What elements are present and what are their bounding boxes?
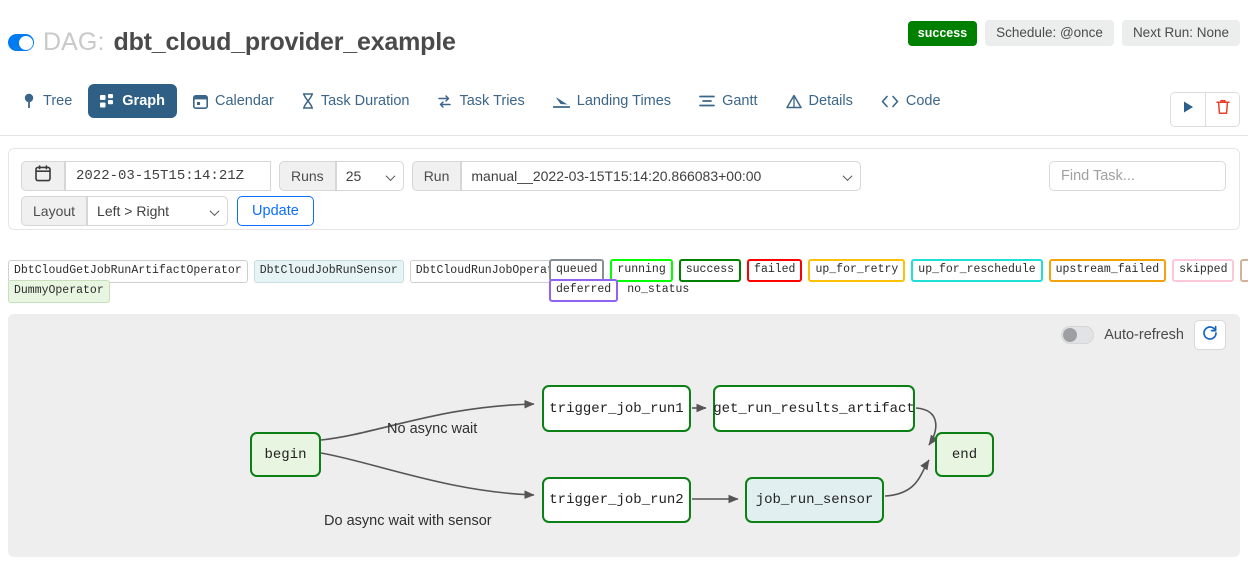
legend-states-row2: deferred no_status — [549, 279, 701, 302]
tab-label: Gantt — [722, 93, 758, 109]
legend-operators-row2: DummyOperator — [8, 280, 116, 303]
tab-landing-times[interactable]: Landing Times — [541, 84, 683, 118]
legend-state-deferred: deferred — [549, 279, 619, 302]
edge-label-do-async-wait: Do async wait with sensor — [324, 513, 492, 529]
next-run-badge: Next Run: None — [1121, 20, 1240, 46]
layout-group: Layout Left > Right — [21, 196, 229, 226]
run-select[interactable]: manual__2022-03-15T15:14:20.866083+00:00 — [461, 161, 862, 191]
update-button[interactable]: Update — [237, 196, 314, 226]
dag-state-badge: success — [907, 20, 978, 46]
view-tabs: Tree Graph Calendar Task Duration — [10, 84, 953, 118]
tree-icon — [22, 93, 36, 109]
trigger-dag-button[interactable] — [1171, 93, 1205, 126]
calendar-picker-button[interactable] — [21, 161, 65, 191]
legend-state-up-for-reschedule: up_for_reschedule — [911, 259, 1043, 282]
play-icon — [1182, 100, 1195, 119]
view-tabs-bar: Tree Graph Calendar Task Duration — [0, 78, 1248, 136]
dag-actions — [1170, 92, 1240, 127]
legend-state-upstream-failed: upstream_failed — [1048, 259, 1167, 282]
dag-label: DAG: — [43, 28, 105, 56]
legend-operator-chip[interactable]: DummyOperator — [8, 280, 110, 303]
tab-label: Task Tries — [459, 93, 525, 109]
edge-artifact-end — [915, 407, 939, 446]
tab-calendar[interactable]: Calendar — [181, 84, 286, 118]
legend: DbtCloudGetJobRunArtifactOperator DbtClo… — [0, 258, 1248, 308]
legend-state-success: success — [678, 259, 742, 282]
graph-node-trigger-job-run2[interactable]: trigger_job_run2 — [542, 477, 691, 523]
tab-label: Calendar — [214, 93, 274, 109]
tab-label: Tree — [43, 93, 73, 109]
edge-begin-trigger1 — [320, 399, 535, 441]
tab-gantt[interactable]: Gantt — [687, 84, 769, 118]
base-date-input[interactable]: 2022-03-15T15:14:21Z — [65, 161, 271, 191]
layout-select[interactable]: Left > Right — [87, 196, 229, 226]
filter-row-secondary: Layout Left > Right Update — [21, 196, 314, 226]
trash-icon — [1215, 99, 1230, 120]
dag-title: DAG: dbt_cloud_provider_example — [8, 28, 456, 57]
legend-state-failed: failed — [747, 259, 803, 282]
tab-label: Landing Times — [576, 93, 672, 109]
hourglass-icon — [302, 93, 314, 109]
runs-select[interactable]: 25 — [335, 161, 404, 191]
code-icon — [881, 95, 899, 108]
graph-edges — [320, 399, 939, 504]
landing-icon — [552, 94, 570, 109]
delete-dag-button[interactable] — [1205, 93, 1239, 126]
tab-label: Task Duration — [320, 93, 410, 109]
graph-node-trigger-job-run1[interactable]: trigger_job_run1 — [542, 385, 691, 432]
graph-node-begin[interactable]: begin — [250, 432, 321, 477]
legend-state-no-status: no_status — [627, 283, 690, 296]
schedule-badge[interactable]: Schedule: @once — [985, 20, 1114, 46]
graph-node-end[interactable]: end — [935, 432, 994, 477]
retry-icon — [437, 94, 452, 109]
legend-state-skipped: skipped — [1172, 259, 1235, 282]
dag-name: dbt_cloud_provider_example — [113, 28, 456, 56]
refresh-button[interactable] — [1194, 320, 1226, 350]
tab-graph[interactable]: Graph — [88, 84, 177, 118]
edge-label-no-async-wait: No async wait — [387, 421, 478, 437]
tab-label: Graph — [122, 93, 165, 109]
tab-details[interactable]: Details — [774, 84, 865, 118]
edge-begin-trigger2 — [320, 452, 535, 499]
dag-paused-toggle[interactable] — [8, 34, 34, 51]
refresh-icon — [1202, 325, 1218, 346]
tab-code[interactable]: Code — [869, 84, 953, 118]
filter-row-primary: 2022-03-15T15:14:21Z Runs 25 Run manual_… — [21, 161, 862, 191]
graph-node-get-run-results-artifact[interactable]: get_run_results_artifact — [713, 385, 915, 432]
calendar-icon — [192, 94, 208, 109]
auto-refresh-toggle[interactable] — [1061, 326, 1095, 344]
legend-state-scheduled: scheduled — [1240, 259, 1248, 282]
legend-state-up-for-retry: up_for_retry — [808, 259, 906, 282]
graph-icon — [100, 93, 115, 109]
page-header: DAG: dbt_cloud_provider_example success … — [0, 0, 1248, 72]
tab-tree[interactable]: Tree — [10, 84, 84, 118]
graph-canvas-panel: Auto-refresh — [8, 314, 1240, 557]
tab-task-duration[interactable]: Task Duration — [290, 84, 422, 118]
legend-operator-chip[interactable]: DbtCloudJobRunSensor — [253, 260, 404, 283]
gantt-icon — [699, 94, 715, 108]
legend-operator-chip[interactable]: DbtCloudGetJobRunArtifactOperator — [8, 260, 248, 283]
tab-label: Details — [808, 93, 853, 109]
legend-state-running: running — [610, 259, 673, 282]
run-group: Run manual__2022-03-15T15:14:20.866083+0… — [411, 161, 862, 191]
runs-group: Runs 25 — [279, 161, 404, 191]
calendar-icon — [35, 165, 51, 187]
filter-bar: 2022-03-15T15:14:21Z Runs 25 Run manual_… — [8, 148, 1240, 230]
tab-task-tries[interactable]: Task Tries — [425, 84, 536, 118]
run-label: Run — [411, 161, 462, 191]
edge-sensor-end — [884, 459, 930, 497]
graph-node-job-run-sensor[interactable]: job_run_sensor — [745, 477, 884, 523]
find-task-input[interactable]: Find Task... — [1049, 161, 1226, 191]
legend-operators-row1: DbtCloudGetJobRunArtifactOperator DbtClo… — [8, 260, 580, 283]
tab-label: Code — [905, 93, 941, 109]
header-badges: success Schedule: @once Next Run: None — [907, 20, 1240, 46]
runs-label: Runs — [279, 161, 336, 191]
layout-label: Layout — [21, 196, 88, 226]
triangle-icon — [785, 94, 802, 109]
auto-refresh-controls: Auto-refresh — [1061, 320, 1226, 350]
base-date-group: 2022-03-15T15:14:21Z — [21, 161, 271, 191]
auto-refresh-label: Auto-refresh — [1104, 327, 1184, 343]
